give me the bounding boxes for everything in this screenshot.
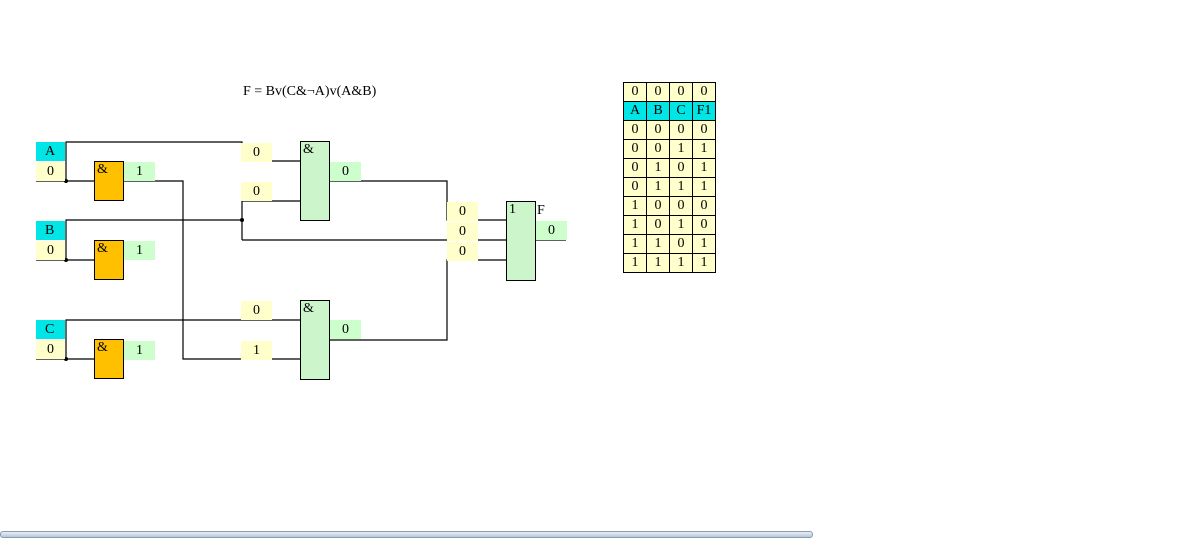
and-top-input-1: 0 — [241, 143, 272, 162]
table-cell: 1 — [669, 215, 693, 235]
truth-table-current-row: 0 0 0 0 — [623, 82, 716, 102]
output-f-label: F — [537, 203, 545, 218]
or-input-1: 0 — [447, 202, 478, 221]
or-input-2: 0 — [447, 222, 478, 241]
table-cell: 0 — [669, 196, 693, 216]
not-gate-a: & — [94, 161, 124, 201]
table-row: 0 0 0 0 — [623, 120, 716, 140]
or-input-3: 0 — [447, 242, 478, 261]
table-cell: 1 — [669, 253, 693, 273]
not-a-output: 1 — [124, 162, 155, 181]
table-cell: 1 — [669, 139, 693, 159]
junction-c — [64, 357, 68, 361]
table-cell: 0 — [646, 196, 670, 216]
table-cell: 0 — [623, 158, 647, 178]
current-a: 0 — [623, 82, 647, 102]
table-cell: 1 — [623, 196, 647, 216]
table-cell: 0 — [669, 234, 693, 254]
table-cell: 1 — [623, 215, 647, 235]
table-cell: 1 — [646, 253, 670, 273]
input-b-label: B — [36, 221, 65, 240]
table-cell: 0 — [646, 139, 670, 159]
table-cell: 1 — [646, 158, 670, 178]
table-cell: 1 — [669, 177, 693, 197]
table-cell: 0 — [646, 215, 670, 235]
current-f1: 0 — [692, 82, 716, 102]
table-row: 1 0 0 0 — [623, 196, 716, 216]
junction-b — [64, 258, 68, 262]
or-gate: 1 — [506, 201, 536, 281]
table-cell: 0 — [623, 177, 647, 197]
table-cell: 0 — [692, 215, 716, 235]
header-a: A — [623, 101, 647, 121]
truth-table: 0 0 0 0 A B C F1 0 0 0 0 0 0 1 1 0 1 0 1… — [623, 82, 716, 273]
and-top-output: 0 — [330, 162, 361, 181]
table-cell: 1 — [623, 253, 647, 273]
input-c-value[interactable]: 0 — [36, 340, 65, 359]
input-b-value[interactable]: 0 — [36, 241, 65, 260]
not-c-output: 1 — [124, 341, 155, 360]
header-f1: F1 — [692, 101, 716, 121]
input-a-value[interactable]: 0 — [36, 162, 65, 181]
input-c-label: C — [36, 320, 65, 339]
formula-title: F = Bv(C&¬A)v(A&B) — [243, 84, 377, 99]
table-row: 1 1 0 1 — [623, 234, 716, 254]
table-cell: 1 — [623, 234, 647, 254]
current-b: 0 — [646, 82, 670, 102]
table-cell: 1 — [692, 253, 716, 273]
table-cell: 0 — [623, 139, 647, 159]
or-output: 0 — [536, 221, 567, 240]
table-cell: 1 — [692, 158, 716, 178]
table-row: 0 1 0 1 — [623, 158, 716, 178]
input-a-label: A — [36, 142, 65, 161]
current-c: 0 — [669, 82, 693, 102]
and-top-input-2: 0 — [241, 182, 272, 201]
table-cell: 1 — [646, 177, 670, 197]
horizontal-scrollbar[interactable] — [0, 531, 813, 538]
table-cell: 0 — [669, 120, 693, 140]
and-bottom-input-1: 0 — [241, 301, 272, 320]
table-row: 1 0 1 0 — [623, 215, 716, 235]
header-b: B — [646, 101, 670, 121]
table-cell: 0 — [669, 158, 693, 178]
table-row: 0 1 1 1 — [623, 177, 716, 197]
table-cell: 0 — [692, 196, 716, 216]
table-row: 1 1 1 1 — [623, 253, 716, 273]
junction-b2 — [240, 218, 244, 222]
header-c: C — [669, 101, 693, 121]
truth-table-header: A B C F1 — [623, 101, 716, 121]
table-cell: 1 — [646, 234, 670, 254]
table-cell: 0 — [692, 120, 716, 140]
not-b-output: 1 — [124, 241, 155, 260]
table-row: 0 0 1 1 — [623, 139, 716, 159]
not-gate-b: & — [94, 240, 124, 280]
not-gate-c: & — [94, 339, 124, 379]
table-cell: 0 — [646, 120, 670, 140]
and-gate-bottom: & — [300, 300, 330, 380]
table-cell: 1 — [692, 177, 716, 197]
and-bottom-output: 0 — [330, 320, 361, 339]
table-cell: 0 — [623, 120, 647, 140]
junction-a — [64, 179, 68, 183]
table-cell: 1 — [692, 139, 716, 159]
and-gate-top: & — [300, 141, 330, 221]
table-cell: 1 — [692, 234, 716, 254]
and-bottom-input-2: 1 — [241, 341, 272, 360]
